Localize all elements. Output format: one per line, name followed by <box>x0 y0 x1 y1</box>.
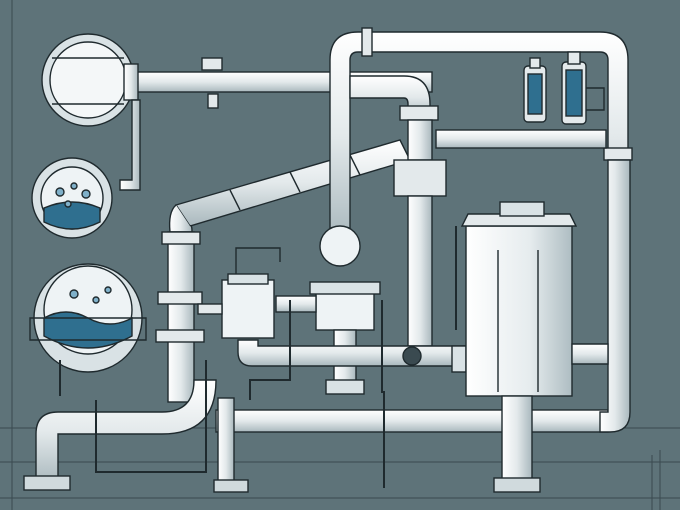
lower-horizontal-pipe <box>237 339 471 373</box>
filter-unit <box>275 225 381 395</box>
sight-glass-left <box>523 57 547 123</box>
porthole-water <box>29 263 147 373</box>
storage-tank <box>460 201 578 493</box>
diagonal-pipe <box>168 139 411 233</box>
thin-conduits <box>59 226 457 488</box>
porthole-bubbles <box>31 157 113 239</box>
valve-box <box>197 247 281 339</box>
bottom-manifold-pipe <box>213 397 609 493</box>
top-right-elbow-pipe <box>329 27 633 241</box>
porthole-top <box>41 33 135 127</box>
left-vertical-pipe <box>23 231 217 491</box>
right-vertical-pipe <box>571 159 631 433</box>
sight-glass-right <box>561 51 605 125</box>
